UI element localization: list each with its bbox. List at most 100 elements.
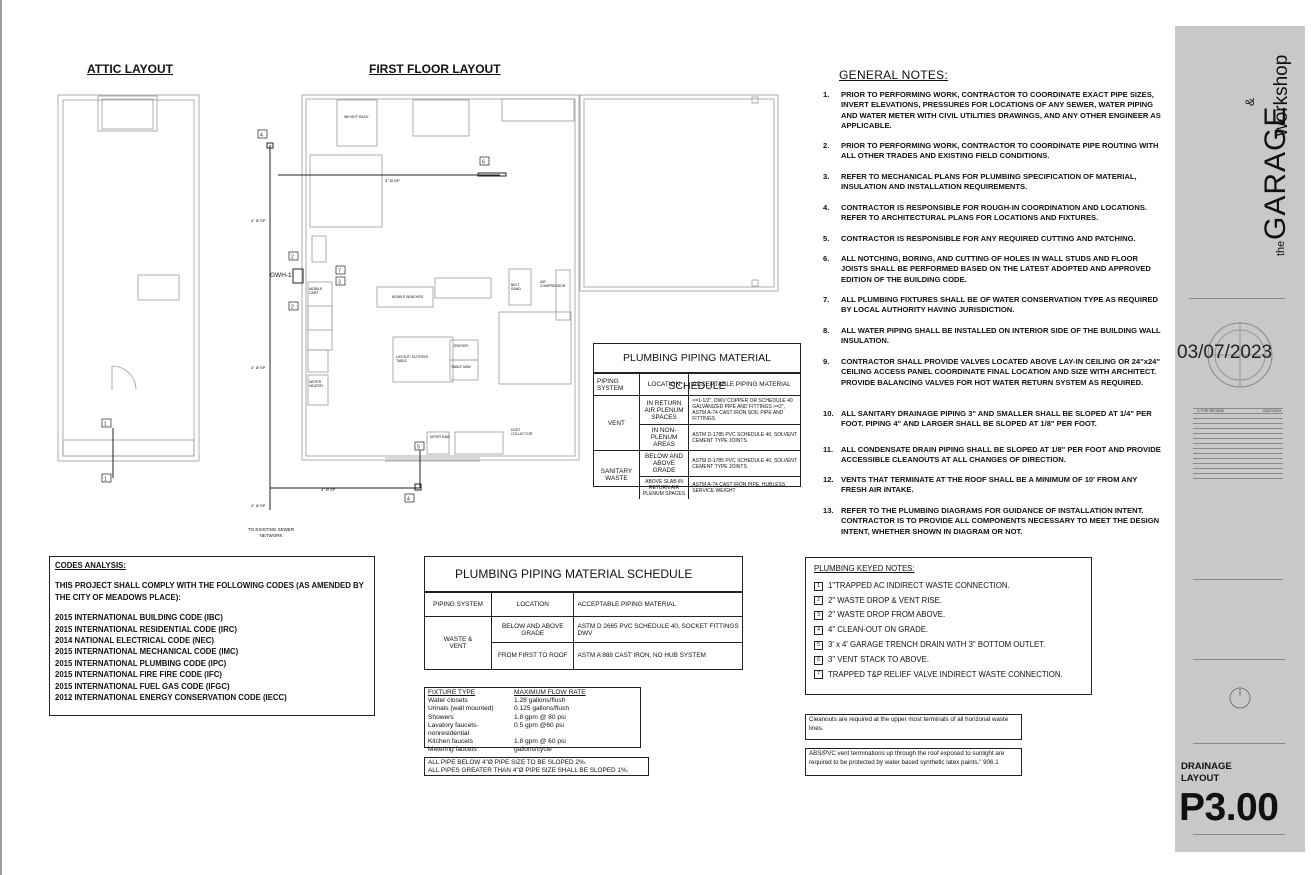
tb-divider [1193,743,1285,744]
table-row: Urinals (wall mounted)0.125 gallons/flus… [428,705,569,713]
gwh-label: GWH-1 [270,272,292,279]
table-header: PIPING SYSTEM [425,592,493,617]
table-cell: BELOW AND ABOVE GRADE [491,616,575,643]
schedule-small-title: PLUMBING PIPING MATERIAL SCHEDULE [594,344,800,392]
table-cell: IN RETURN AIR PLENUM SPACES [638,395,690,425]
table-cell: ASTM A 888 CAST IRON, NO HUB SYSTEM [573,642,742,669]
tb-divider [1193,579,1283,580]
fixture-flow-table: FIXTURE TYPE MAXIMUM FLOW RATE Water clos… [424,687,641,753]
sheet-border [0,0,2,875]
table-header: ACCEPTABLE PIPING MATERIAL [573,592,742,617]
code-item: 2015 INTERNATIONAL PLUMBING CODE (IPC) [55,658,227,668]
sheet-number: P3.00 [1179,786,1279,829]
table-cell: ASTM D-1785 PVC SCHEDULE 40, SOLVENT CEM… [688,424,800,451]
svg-text:3: 3 [338,280,341,286]
table-cell: WASTE & VENT [425,616,493,669]
table-cell: <=1-1/2", DWV COPPER OR SCHEDULE 40 GALV… [688,395,800,425]
table-header: LOCATION [491,592,575,617]
code-item: 2015 INTERNATIONAL BUILDING CODE (IBC) [55,613,223,623]
svg-text:7: 7 [338,269,341,275]
sewer-label: TO EXISTING SEWER NETWORK [247,527,295,538]
table-cell: SANITARY WASTE [594,450,640,499]
table-cell: ASTM A-74 CAST IRON PIPE, HUBLESS SERVIC… [688,476,800,499]
table-cell: IN NON-PLENUM AREAS [638,424,690,451]
room-label-jointer: JOINTER [453,344,468,348]
slope-note: ALL PIPES GREATER THAN 4"Ø PIPE SIZE SHA… [428,767,629,775]
room-label-weight-rack: WEIGHT RACK [344,115,369,119]
room-label-water-heater: WATER HEATER [309,380,323,388]
cleanout-note: Cleanouts are required at the upper most… [805,714,1022,740]
tb-divider [1189,298,1285,299]
adjacent-slab-outline [579,94,779,292]
north-arrow-icon [1229,687,1251,709]
svg-text:5: 5 [417,445,420,451]
first-floor-layout-title: FIRST FLOOR LAYOUT [369,62,501,76]
room-label-belt-sand: BELT SAND [511,283,521,291]
room-label-table-saw: TABLE SAW [451,365,471,369]
attic-layout-title: ATTIC LAYOUT [87,62,173,76]
room-label-air-compressor: AIR COMPRESSOR [540,280,566,288]
codes-title: CODES ANALYSIS: [55,561,126,570]
general-notes-title: GENERAL NOTES: [839,68,949,82]
general-notes-list: 1.PRIOR TO PERFORMING WORK, CONTRACTOR T… [823,90,1161,536]
room-label-mobile-benches: MOBILE BENCHES [392,295,424,299]
svg-text:2: 2 [291,305,294,311]
codes-analysis-box: CODES ANALYSIS: THIS PROJECT SHALL COMPL… [49,556,375,716]
table-cell: BELOW AND ABOVE GRADE [638,450,690,477]
attic-outline [57,94,200,462]
code-item: 2015 INTERNATIONAL RESIDENTIAL CODE (IRC… [55,624,237,634]
floor-plan-drawing: 4 6 2 7 3 2 5 4 1 1 [57,94,779,510]
revision-lines: 1. FOR REVIEW 03/07/2023 [1193,409,1283,481]
schedule-small-table: PIPING SYSTEM LOCATION ACCEPTABLE PIPING… [594,373,800,499]
room-label-layout-table: LAYOUT/ OUTFEED TABLE [396,355,429,363]
room-label-miter-saw: MITER SAW [430,435,450,439]
table-cell: VENT [594,395,640,451]
svg-text:1: 1 [104,477,107,483]
table-header: FIXTURE TYPE [428,689,476,696]
title-block: the GARAGE & workshop 03/07/2023 1. FOR … [1175,26,1305,852]
keyed-notes-title: PLUMBING KEYED NOTES: [814,564,915,573]
sheet-title: DRAINAGE LAYOUT [1181,761,1232,784]
code-item: 2014 NATIONAL ELECTRICAL CODE (NEC) [55,636,214,646]
sp4-label-a: 4" Ø SP [251,218,266,223]
sp4-label-d: 4" Ø SP [251,503,266,508]
table-cell: ASTM D 2665 PVC SCHEDULE 40, SOCKET FITT… [573,616,742,643]
schedule-big-title: PLUMBING PIPING MATERIAL SCHEDULE [425,557,742,592]
codes-intro: THIS PROJECT SHALL COMPLY WITH THE FOLLO… [55,581,364,602]
drawing-date: 03/07/2023 [1177,342,1273,363]
table-header: MAXIMUM FLOW RATE [514,689,586,696]
svg-text:6: 6 [482,160,485,166]
sp4-label-b: 4" Ø SP [251,365,266,370]
tb-divider [1193,659,1285,660]
seal-icon [1207,322,1273,388]
slope-note: ALL PIPE BELOW 4"Ø PIPE SIZE TO BE SLOPE… [428,759,587,766]
svg-text:1: 1 [104,422,107,428]
svg-text:4: 4 [260,133,263,139]
vent-termination-note: ABS/PVC vent terminations up through the… [805,748,1022,776]
tb-divider [1193,834,1285,835]
piping-schedule-small: PLUMBING PIPING MATERIAL SCHEDULE PIPING… [593,343,801,499]
schedule-big-table: PIPING SYSTEM LOCATION ACCEPTABLE PIPING… [425,592,742,669]
code-item: 2012 INTERNATIONAL ENERGY CONSERVATION C… [55,693,287,703]
project-logo: the GARAGE & workshop [1243,54,1292,256]
room-label-dust-collector: DUST COLLECTOR [511,428,533,436]
table-cell: FROM FIRST TO ROOF [491,642,575,669]
dp3-label: 3" Ø DP [385,178,400,183]
table-cell: ABOVE SLAB IN RETURN AIR PLENUM SPACES [638,476,690,499]
piping-schedule-big: PLUMBING PIPING MATERIAL SCHEDULE PIPING… [424,556,743,670]
tb-divider [1193,408,1283,409]
first-floor-outline [301,94,580,461]
